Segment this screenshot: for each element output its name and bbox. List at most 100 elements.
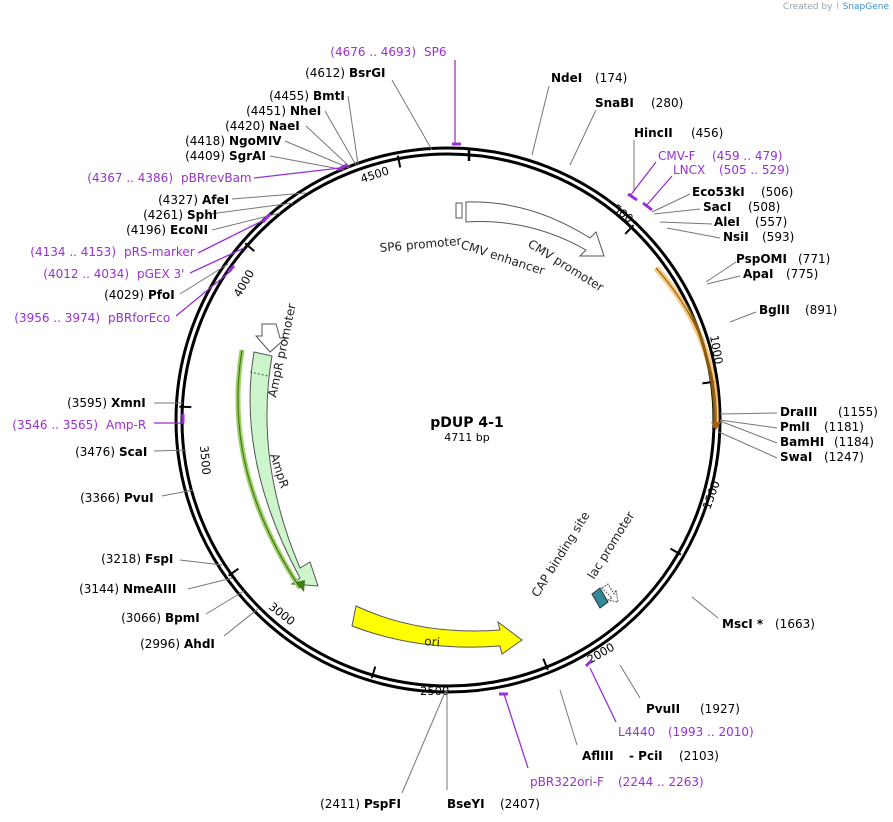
site-bamhi-name[interactable]: BamHI xyxy=(780,435,824,449)
site-ndei-name[interactable]: NdeI xyxy=(551,71,582,85)
primer-pbrforeco-name[interactable]: pBRforEco xyxy=(108,311,170,325)
connector-sgrai xyxy=(269,155,346,171)
site-nmeaiii-name[interactable]: NmeAIII xyxy=(123,582,176,596)
site-xmni-name[interactable]: XmnI xyxy=(111,396,146,410)
site-pvui-name[interactable]: PvuI xyxy=(124,491,154,505)
tick-mark-3500 xyxy=(179,405,192,409)
site-pspfi-name[interactable]: PspFI xyxy=(364,797,401,811)
credit-text: Created by xyxy=(782,2,833,12)
connector-snabi xyxy=(569,109,597,166)
site-pspomi-name[interactable]: PspOMI xyxy=(736,252,787,266)
site-sphi-name[interactable]: SphI xyxy=(187,208,217,222)
primer-connectors xyxy=(154,60,673,769)
connector-sphi xyxy=(209,202,294,215)
connector-naei xyxy=(305,125,351,168)
site-nhei-name[interactable]: NheI xyxy=(290,104,321,118)
tick-mark-4500 xyxy=(396,155,402,168)
connector-bsrgi xyxy=(391,79,433,151)
site-snabi-pos: (280) xyxy=(651,96,683,110)
site-draiii-pos: (1155) xyxy=(838,405,878,419)
connector-pbr322ori-f xyxy=(503,693,529,769)
site-ndei-pos: (174) xyxy=(595,71,627,85)
primer-labels: (4676 .. 4693) SP6 CMV-F (459 .. 479) LN… xyxy=(12,45,789,789)
connector-ngomiv xyxy=(284,140,350,169)
connector-pbrforeco xyxy=(175,269,233,317)
site-swai-name[interactable]: SwaI xyxy=(780,450,812,464)
site-pmli-name[interactable]: PmlI xyxy=(780,420,810,434)
connector-pfoi xyxy=(179,263,229,295)
site-scai-pos: (3476) xyxy=(75,445,115,459)
feature-ampr-track-line xyxy=(237,349,301,589)
site-saci-name[interactable]: SacI xyxy=(703,200,731,214)
site-pfoi-name[interactable]: PfoI xyxy=(148,288,175,302)
connector-bpmi xyxy=(205,590,245,615)
site-bsrgi-name[interactable]: BsrGI xyxy=(349,66,386,80)
primer-amp-r-name[interactable]: Amp-R xyxy=(106,418,146,432)
site-fspi-pos: (3218) xyxy=(101,552,141,566)
primer-amp-r-range: (3546 .. 3565) xyxy=(12,418,98,432)
tick-mark-4000 xyxy=(244,242,255,252)
site-naei-name[interactable]: NaeI xyxy=(269,119,300,133)
primer-cmv-f-name[interactable]: CMV-F xyxy=(658,149,696,163)
site-pcii-pos: (2103) xyxy=(679,749,719,763)
feature-orf-line xyxy=(655,267,717,429)
site-bpmi-name[interactable]: BpmI xyxy=(165,611,200,625)
site-alei-name[interactable]: AleI xyxy=(714,215,740,229)
site-bseyi-name[interactable]: BseYI xyxy=(447,797,485,811)
site-pvuii-name[interactable]: PvuII xyxy=(646,702,680,716)
restriction-sites: NdeI (174) SnaBI (280) HincII (456) Eco5… xyxy=(67,66,878,811)
connector-prs-marker xyxy=(197,217,269,254)
site-ahdi-pos: (2996) xyxy=(140,637,180,651)
primer-sp6-name[interactable]: SP6 xyxy=(424,45,447,59)
primer-pgex3-range: (4012 .. 4034) xyxy=(43,267,129,281)
site-pvui-pos: (3366) xyxy=(80,491,120,505)
site-pcii-name[interactable]: - PciI xyxy=(629,749,663,763)
primer-lncx-name[interactable]: LNCX xyxy=(673,163,705,177)
site-hincii-name[interactable]: HincII xyxy=(634,126,673,140)
feature-lac-promoter xyxy=(601,583,619,603)
site-afliii-name[interactable]: AflIII xyxy=(582,749,614,763)
site-ngomiv-name[interactable]: NgoMIV xyxy=(229,134,282,148)
primer-l4440-name[interactable]: L4440 xyxy=(618,725,655,739)
site-nsii-name[interactable]: NsiI xyxy=(723,230,749,244)
feature-orf-track xyxy=(653,266,720,429)
primer-prs-marker-name[interactable]: pRS-marker xyxy=(124,245,195,259)
site-msci-name[interactable]: MscI * xyxy=(722,617,764,631)
primer-pgex3-name[interactable]: pGEX 3' xyxy=(137,267,184,281)
connector-pspfi xyxy=(401,689,447,794)
site-bglii-name[interactable]: BglII xyxy=(759,303,790,317)
tick-label-4000: 4000 xyxy=(230,267,257,299)
connector-nsii xyxy=(666,227,721,239)
primer-pbr322ori-f-range: (2244 .. 2263) xyxy=(618,775,704,789)
site-snabi-name[interactable]: SnaBI xyxy=(595,96,634,110)
connector-bmti xyxy=(347,95,359,165)
site-fspi-name[interactable]: FspI xyxy=(145,552,173,566)
primer-lncx-mark xyxy=(642,201,653,212)
site-econi-name[interactable]: EcoNI xyxy=(170,223,208,237)
connector-scai xyxy=(153,449,187,452)
site-eco53ki-name[interactable]: Eco53kI xyxy=(692,185,745,199)
feature-ampr-boundary xyxy=(249,371,269,377)
snapgene-logo-icon: ⌇ xyxy=(835,2,840,12)
site-bmti-name[interactable]: BmtI xyxy=(313,89,345,103)
connector-pspomi xyxy=(705,261,737,283)
label-sp6-promoter: SP6 promoter xyxy=(379,234,462,255)
site-draiii-name[interactable]: DraIII xyxy=(780,405,817,419)
tick-mark-2500 xyxy=(370,666,377,679)
site-pspomi-pos: (771) xyxy=(798,252,830,266)
site-apai-name[interactable]: ApaI xyxy=(743,267,773,281)
primer-pbrrevbam-name[interactable]: pBRrevBam xyxy=(181,171,252,185)
site-afei-name[interactable]: AfeI xyxy=(202,193,229,207)
site-ahdi-name[interactable]: AhdI xyxy=(184,637,215,651)
site-apai-pos: (775) xyxy=(786,267,818,281)
connector-lncx xyxy=(645,175,673,207)
feature-orf-arrowhead xyxy=(711,422,721,430)
tick-mark-500 xyxy=(624,224,635,235)
site-sphi-pos: (4261) xyxy=(143,208,183,222)
site-scai-name[interactable]: ScaI xyxy=(119,445,147,459)
primer-lncx-range: (505 .. 529) xyxy=(719,163,789,177)
site-sgrai-name[interactable]: SgrAI xyxy=(229,149,266,163)
tick-mark-2000 xyxy=(542,658,549,671)
connector-ndei xyxy=(531,85,550,156)
primer-pbr322ori-f-name[interactable]: pBR322ori-F xyxy=(530,775,604,789)
